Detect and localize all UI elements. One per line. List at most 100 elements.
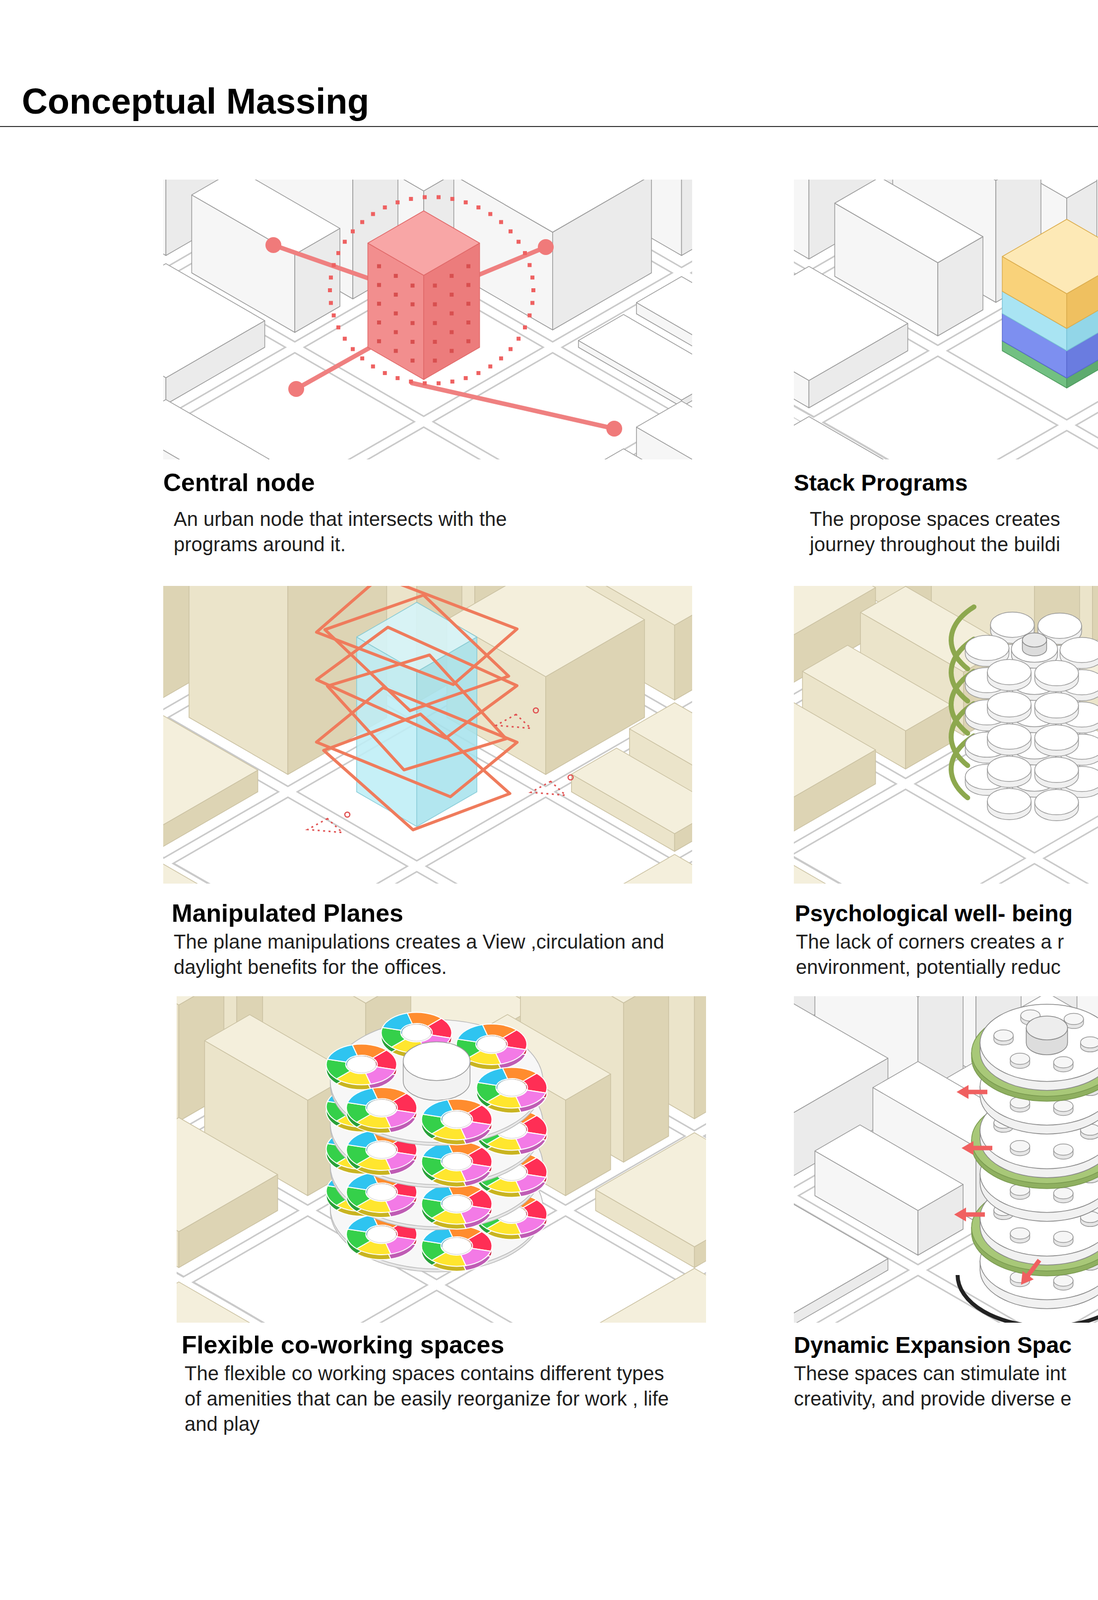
disc-top: [1034, 789, 1079, 815]
concept-massing: [307, 585, 574, 833]
round-pod: [987, 659, 1032, 691]
street-edge: [176, 996, 707, 1323]
tower-dot: [393, 330, 398, 335]
title-rule: [0, 126, 1098, 128]
building-block: [176, 1117, 278, 1269]
green-arc: [951, 606, 974, 669]
block-top: [176, 1117, 278, 1232]
highway-surface: [793, 585, 1098, 884]
disc-top: [1059, 637, 1098, 663]
street-edge: [329, 996, 707, 1273]
street-edge: [793, 585, 1098, 884]
street-surface: [793, 996, 1098, 1323]
street-surface: [180, 585, 693, 884]
context-front: [793, 1260, 1098, 1323]
tower-dot: [393, 348, 398, 353]
street-surface: [793, 179, 1098, 460]
block-top: [892, 179, 1041, 181]
disc-top: [979, 1004, 1098, 1082]
street-edge: [793, 585, 1098, 884]
street-surface: [176, 996, 545, 1273]
context-back: [793, 585, 1098, 884]
concept-panel: Flexible co-working spacesThe flexible c…: [181, 1330, 698, 1437]
ring-hole: [436, 1191, 478, 1216]
highway-divider: [793, 996, 1098, 1323]
ring-dot: [499, 356, 504, 361]
disc-top: [1022, 633, 1047, 647]
disc-top: [1034, 692, 1079, 718]
street-surface: [176, 996, 707, 1323]
street-edge: [793, 996, 1098, 1323]
ring-hole: [361, 1096, 403, 1120]
round-pod: [1034, 692, 1079, 724]
street-surface: [163, 585, 693, 884]
ring-dot: [395, 376, 400, 381]
block-top: [860, 586, 1009, 673]
street-surface: [793, 585, 1098, 884]
tower-dot: [410, 339, 415, 344]
panel-heading: Dynamic Expansion Spac: [793, 1330, 1097, 1360]
street-edge: [793, 996, 1098, 1323]
disc-top: [403, 1041, 471, 1081]
street-surface: [163, 179, 693, 460]
disc-top: [1010, 1053, 1030, 1065]
highway-edge: [163, 585, 693, 884]
street-surface: [176, 996, 707, 1323]
concept-panel: Manipulated PlanesThe plane manipulation…: [171, 898, 698, 980]
street-edge: [793, 585, 1098, 884]
building-block: [163, 448, 211, 460]
street-edge: [176, 996, 707, 1323]
ring-layer: [406, 1090, 507, 1149]
round-pod: [1034, 789, 1079, 821]
ring-dot: [350, 347, 355, 352]
round-pod: [987, 756, 1032, 788]
ring-hole: [470, 1032, 513, 1057]
highway-surface: [793, 996, 1098, 1323]
disc-top: [1053, 1056, 1074, 1069]
street-surface: [793, 996, 1098, 1323]
street-edge: [163, 585, 693, 884]
disc-top: [1037, 613, 1082, 639]
block-top: [578, 449, 693, 460]
panel-heading: Flexible co-working spaces: [181, 1330, 698, 1360]
street-edge: [793, 585, 1098, 884]
view-point: [533, 708, 539, 713]
block-top: [793, 266, 908, 381]
block-front: [163, 179, 166, 256]
context-front: [163, 329, 693, 460]
street-surface: [793, 585, 1098, 884]
ring-dot: [527, 313, 532, 318]
ring-dot: [383, 205, 388, 210]
disc-top: [987, 756, 1032, 782]
street-surface: [163, 179, 693, 460]
block-top: [814, 1124, 964, 1211]
street-surface: [163, 585, 693, 884]
ring-dot: [436, 194, 441, 199]
rotated-plane: [324, 595, 509, 711]
expansion-floor: [979, 1004, 1098, 1091]
disc-top: [330, 1019, 544, 1143]
street-edge: [793, 585, 1098, 884]
street-surface: [163, 585, 693, 884]
street-surface: [793, 996, 1098, 1323]
tower-dot: [410, 321, 415, 325]
panel-description: The propose spaces creates journey throu…: [809, 506, 1096, 558]
street-surface: [163, 585, 693, 884]
street-surface: [793, 585, 1098, 884]
block-top: [163, 399, 269, 460]
street-edge: [163, 585, 693, 884]
street-grid: [176, 996, 707, 1323]
block-side: [681, 179, 693, 256]
ring-dot: [476, 205, 481, 210]
block-top: [802, 645, 951, 732]
panel-description: The plane manipulations creates a View ,…: [173, 929, 698, 980]
panel-heading: Psychological well- being: [794, 898, 1097, 929]
pod-seat: [1010, 1140, 1030, 1157]
street-edge: [163, 585, 693, 884]
street-surface: [176, 996, 707, 1323]
street-edge: [793, 996, 1098, 1323]
street-surface: [793, 585, 1098, 884]
street-surface: [176, 996, 707, 1323]
tower-dot: [449, 348, 454, 353]
street-surface: [163, 585, 693, 884]
